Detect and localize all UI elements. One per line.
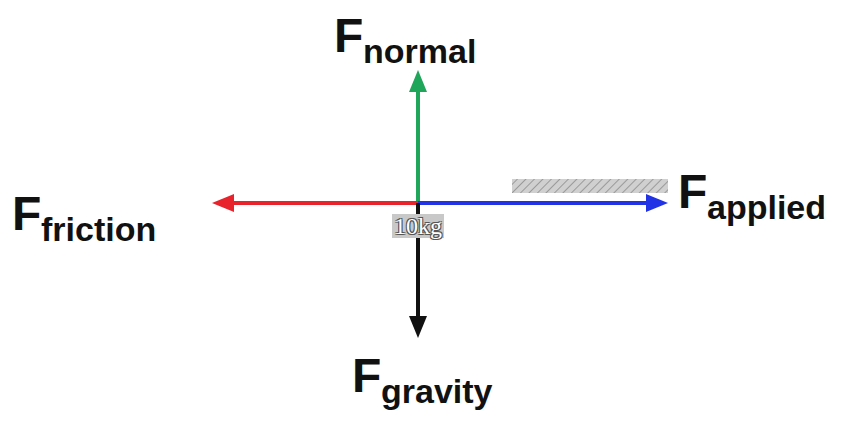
friction-force-line [232,201,418,205]
force-symbol: F [678,168,707,216]
trapezoid-shape [279,111,552,292]
applied-force-head [646,194,668,212]
normal-force-line [416,90,420,203]
rope [512,179,668,193]
force-subscript: friction [41,212,156,246]
force-symbol: F [12,190,41,238]
force-symbol: F [352,352,381,400]
gravity-force-head [409,316,427,338]
force-symbol: F [334,12,363,60]
force-subscript: gravity [381,374,493,408]
force-subscript: normal [363,34,476,68]
mass-block: 10kg [278,110,553,293]
force-subscript: applied [707,190,826,224]
friction-force-head [212,194,234,212]
normal-force-head [409,70,427,92]
applied-force-line [418,201,648,205]
trapezoid-outline [278,110,553,293]
mass-label: 10kg [392,214,444,238]
